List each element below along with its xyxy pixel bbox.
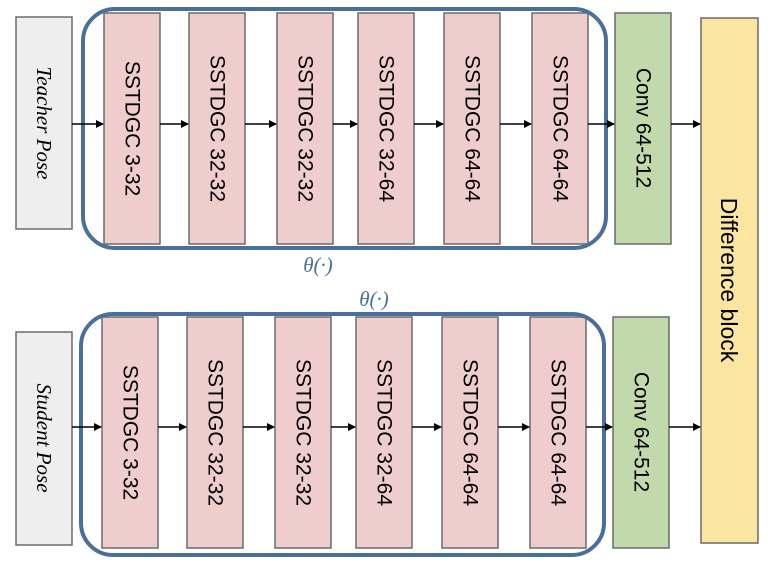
student-sstdgc-label-6: SSTDGC 64-64: [547, 359, 570, 506]
teacher-conv-label: Conv 64-512: [632, 68, 655, 188]
student-sstdgc-block-2: [186, 316, 244, 549]
student-shared-group-outline: [79, 312, 606, 557]
student-sstdgc-label-3: SSTDGC 32-32: [292, 359, 315, 506]
teacher-pose-label: Teacher Pose: [32, 67, 56, 180]
teacher-sstdgc-label-6: SSTDGC 64-64: [549, 55, 572, 202]
student-pose-label: Student Pose: [32, 383, 56, 492]
student-sstdgc-label-4: SSTDGC 32-64: [373, 359, 396, 506]
student-sstdgc-label-2: SSTDGC 32-32: [204, 359, 227, 506]
arrows: [72, 120, 701, 431]
student-theta-label: θ(·): [359, 287, 389, 311]
teacher-sstdgc-block-5: [443, 12, 501, 245]
teacher-sstdgc-block-4: [357, 12, 415, 245]
student-sstdgc-block-1: [101, 316, 159, 549]
teacher-conv-block: [614, 12, 672, 245]
student-sstdgc-block-3: [274, 316, 332, 549]
student-conv-label: Conv 64-512: [630, 372, 653, 492]
student-sstdgc-block-4: [355, 316, 413, 549]
student-sstdgc-block-5: [441, 316, 499, 549]
teacher-sstdgc-block-3: [276, 12, 334, 245]
teacher-sstdgc-block-6: [531, 12, 589, 245]
teacher-sstdgc-label-3: SSTDGC 32-32: [294, 55, 317, 202]
student-sstdgc-label-5: SSTDGC 64-64: [459, 359, 482, 506]
student-pose-input-box: [15, 331, 73, 546]
difference-block-label: Difference block: [716, 198, 742, 363]
teacher-sstdgc-block-2: [188, 12, 246, 245]
teacher-sstdgc-label-4: SSTDGC 32-64: [375, 55, 398, 202]
teacher-sstdgc-label-5: SSTDGC 64-64: [461, 55, 484, 202]
teacher-sstdgc-block-1: [103, 12, 161, 245]
teacher-sstdgc-label-1: SSTDGC 3-32: [121, 61, 144, 196]
student-sstdgc-block-6: [529, 316, 587, 549]
teacher-pose-input-box: [15, 16, 73, 230]
teacher-theta-label: θ(·): [303, 253, 333, 277]
student-branch: Student Pose SSTDGC 3-32 SSTDGC 32-32 SSTD…: [15, 287, 670, 557]
teacher-sstdgc-label-2: SSTDGC 32-32: [206, 55, 229, 202]
teacher-branch: Teacher Pose SSTDGC 3-32 SSTDGC 32-32 SSTD…: [15, 7, 672, 277]
student-conv-block: [612, 316, 670, 549]
teacher-shared-group-outline: [81, 7, 608, 250]
student-sstdgc-label-1: SSTDGC 3-32: [119, 365, 142, 500]
difference-block: [700, 17, 759, 544]
